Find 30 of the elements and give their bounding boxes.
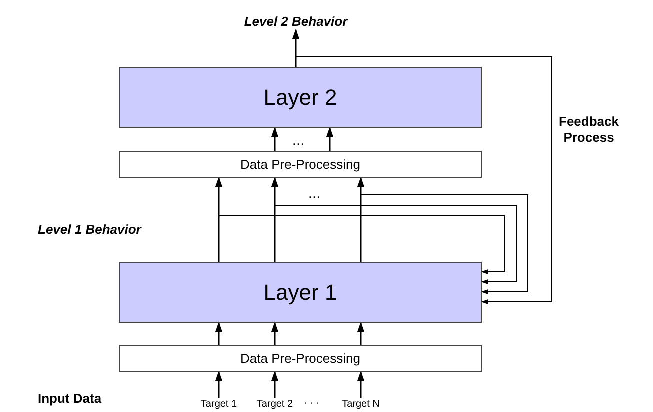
target-label: Target 1 (200, 399, 238, 410)
ellipsis: … (308, 186, 321, 201)
behavior-label: Level 2 Behavior (244, 14, 348, 28)
feedback-arrow (296, 56, 552, 304)
feedback-arrow (360, 194, 528, 294)
arrow (357, 176, 365, 262)
target-label: Target N (342, 399, 380, 410)
arrow (215, 322, 223, 345)
preprocessing-box: Data Pre-Processing (119, 345, 482, 372)
arrow (357, 322, 365, 345)
arrow (271, 322, 279, 345)
target-label: Target 2 (256, 399, 294, 410)
feedback-arrow (218, 216, 506, 274)
arrow (326, 126, 334, 151)
layer-box: Layer 2 (119, 67, 482, 128)
input-label: Input Data (38, 391, 102, 406)
layer-box: Layer 1 (119, 262, 482, 323)
arrow (292, 28, 300, 67)
ellipsis: … (292, 133, 305, 148)
arrow (271, 176, 279, 262)
feedback-label: Feedback Process (558, 114, 620, 146)
arrow (271, 370, 279, 398)
arrow (357, 370, 365, 398)
feedback-arrow (274, 206, 518, 284)
behavior-label: Level 1 Behavior (38, 222, 142, 237)
arrow (271, 126, 279, 151)
preprocessing-box: Data Pre-Processing (119, 151, 482, 178)
arrow (215, 176, 223, 262)
arrow (215, 370, 223, 398)
ellipsis: · · · (304, 398, 320, 409)
